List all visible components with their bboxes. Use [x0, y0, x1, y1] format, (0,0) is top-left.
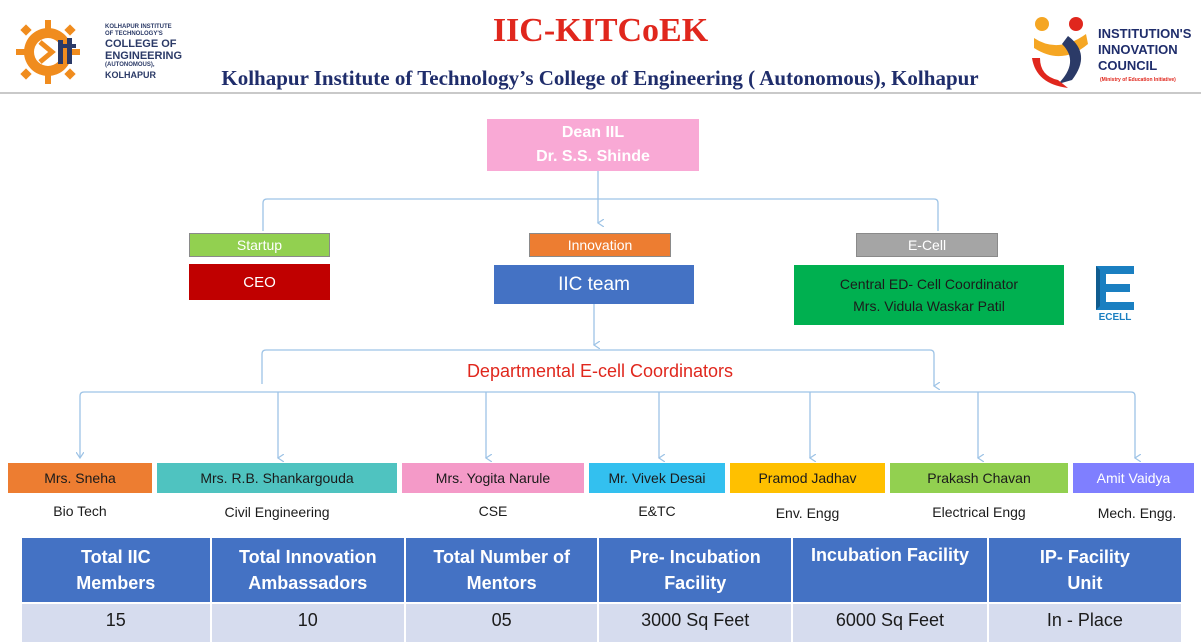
stats-value-cell: 6000 Sq Feet — [791, 602, 989, 644]
ceo-box: CEO — [189, 264, 330, 300]
header-line: Total Innovation — [238, 547, 377, 567]
stats-table: Total IIC Members Total Innovation Ambas… — [20, 536, 1184, 644]
logo-line: COLLEGE OF — [105, 38, 177, 50]
iic-logo — [1028, 14, 1098, 94]
innovation-tag: Innovation — [529, 233, 671, 257]
dept-label-entc: E&TC — [638, 503, 676, 519]
stats-value-cell: 3000 Sq Feet — [597, 602, 794, 644]
logo-line: INSTITUTION'S — [1098, 26, 1192, 41]
iic-team-box: IIC team — [494, 265, 694, 304]
stats-header-cell: Incubation Facility — [791, 536, 989, 604]
dept-label-env: Env. Engg — [775, 505, 840, 521]
header-line: Mentors — [466, 573, 537, 593]
dean-box: Dean IIL Dr. S.S. Shinde — [487, 119, 699, 171]
dept-coordinator-env: Pramod Jadhav — [730, 463, 885, 493]
central-ecell-role: Central ED- Cell Coordinator — [839, 276, 1019, 292]
connector-lines — [79, 171, 1201, 626]
header-line: Members — [76, 573, 156, 593]
stats-value-cell: In - Place — [986, 602, 1184, 644]
dept-coordinator-civil: Mrs. R.B. Shankargouda — [157, 463, 397, 493]
logo-line: (AUTONOMOUS), — [105, 62, 155, 68]
stats-value-cell: 05 — [403, 602, 600, 644]
logo-line: COUNCIL — [1098, 58, 1158, 73]
header-line: Pre- Incubation — [629, 547, 761, 567]
iic-logo-text: INSTITUTION'S INNOVATION COUNCIL — [1098, 26, 1191, 74]
dean-name: Dr. S.S. Shinde — [536, 148, 650, 165]
central-ecell-name: Mrs. Vidula Waskar Patil — [853, 298, 1005, 314]
logo-line: KOLHAPUR — [105, 70, 156, 80]
central-ecell-box: Central ED- Cell Coordinator Mrs. Vidula… — [794, 265, 1064, 325]
ecell-logo-text: ECELL — [1098, 312, 1132, 323]
dept-label-cse: CSE — [478, 503, 508, 519]
logo-line: INNOVATION — [1098, 42, 1178, 57]
header-line: Facility — [664, 573, 727, 593]
dept-coordinator-electrical: Prakash Chavan — [890, 463, 1068, 493]
header-line: Total IIC — [80, 547, 151, 567]
dept-label-civil: Civil Engineering — [224, 504, 330, 520]
ecell-tag: E-Cell — [856, 233, 998, 257]
college-logo — [12, 16, 92, 88]
stats-value-cell: 15 — [20, 602, 212, 644]
stats-header-cell: Total IIC Members — [20, 536, 212, 604]
startup-tag: Startup — [189, 233, 330, 257]
ecell-logo: ECELL — [1090, 262, 1140, 328]
dept-label-biotech: Bio Tech — [53, 503, 107, 519]
stats-header-cell: IP- Facility Unit — [986, 536, 1184, 604]
institute-name: Kolhapur Institute of Technology’s Colle… — [221, 66, 979, 90]
dept-coordinator-mech: Amit Vaidya — [1073, 463, 1194, 493]
header-line: Total Number of — [433, 547, 570, 567]
stats-value-cell: 10 — [209, 602, 406, 644]
page-title: IIC-KITCoEK — [492, 12, 709, 49]
stats-header-cell: Total Number of Mentors — [403, 536, 600, 604]
dept-coordinator-cse: Mrs. Yogita Narule — [402, 463, 584, 493]
header-line: Unit — [1067, 573, 1103, 593]
header-line: Incubation Facility — [810, 545, 969, 565]
header-divider — [0, 92, 1201, 94]
header-line: IP- Facility — [1039, 547, 1130, 567]
departmental-heading: Departmental E-cell Coordinators — [466, 361, 734, 381]
college-logo-text: KOLHAPUR INSTITUTE OF TECHNOLOGY'S COLLE… — [105, 24, 182, 81]
dean-title: Dean IIL — [561, 124, 625, 141]
stats-value-row: 15 10 05 3000 Sq Feet 6000 Sq Feet In - … — [20, 602, 1184, 644]
dept-label-electrical: Electrical Engg — [932, 504, 1026, 520]
logo-line: KOLHAPUR INSTITUTE — [105, 24, 172, 30]
dept-coordinator-biotech: Mrs. Sneha — [8, 463, 152, 493]
dept-coordinator-entc: Mr. Vivek Desai — [589, 463, 725, 493]
stats-header-row: Total IIC Members Total Innovation Ambas… — [20, 536, 1184, 604]
header-line: Ambassadors — [248, 573, 368, 593]
logo-line: ENGINEERING — [105, 50, 183, 62]
stats-header-cell: Pre- Incubation Facility — [597, 536, 794, 604]
stats-header-cell: Total Innovation Ambassadors — [209, 536, 406, 604]
dept-label-mech: Mech. Engg. — [1097, 505, 1177, 521]
iic-logo-tagline: (Ministry of Education Initiative) — [1100, 77, 1176, 83]
logo-line: OF TECHNOLOGY'S — [105, 31, 163, 37]
